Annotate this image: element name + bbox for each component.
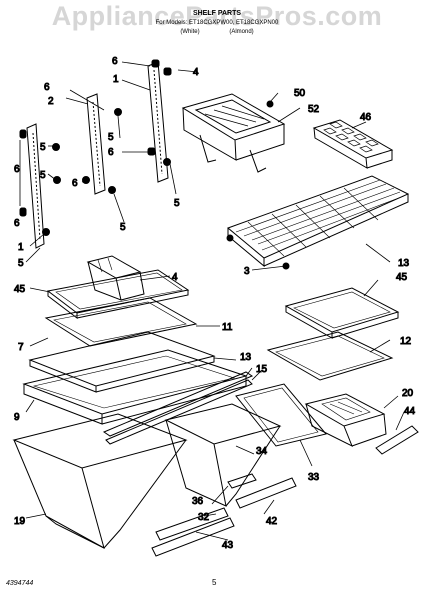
wire-shelf xyxy=(226,175,410,270)
callout-1: 1 xyxy=(113,74,119,85)
callout-5: 5 xyxy=(120,222,126,233)
callout-20: 20 xyxy=(402,388,414,399)
callout-42: 42 xyxy=(266,516,278,527)
callout-46: 46 xyxy=(360,112,372,123)
page-number: 5 xyxy=(212,578,217,587)
callout-52: 52 xyxy=(308,104,320,115)
meat-pan-cover xyxy=(181,93,286,173)
callout-5: 5 xyxy=(108,132,114,143)
crisper-drawer-34 xyxy=(164,403,282,507)
shelf-frame-12 xyxy=(266,331,394,381)
drawer-trim-32 xyxy=(155,507,229,541)
callout-45: 45 xyxy=(14,284,26,295)
callout-9: 9 xyxy=(14,412,20,423)
trim-strip-44 xyxy=(375,425,419,455)
callout-36: 36 xyxy=(192,496,204,507)
callout-1: 1 xyxy=(18,242,24,253)
callout-3: 3 xyxy=(244,266,250,277)
callout-labels: 6 4 1 6 2 5 6 5 5 6 5 5 6 6 1 5 50 52 46… xyxy=(14,56,417,552)
document-number: 4394744 xyxy=(6,580,34,587)
callout-6: 6 xyxy=(108,147,114,158)
utility-bin xyxy=(86,255,145,301)
shelf-rail-right xyxy=(147,59,172,183)
screw-50 xyxy=(266,100,274,108)
glass-shelf-45-right xyxy=(284,287,400,339)
callout-5: 5 xyxy=(40,142,46,153)
drawer-trim-42 xyxy=(235,477,297,509)
callout-12: 12 xyxy=(400,336,412,347)
callout-34: 34 xyxy=(256,446,268,457)
callout-33: 33 xyxy=(308,472,320,483)
shelf-rail-middle xyxy=(86,93,106,195)
drawer-trim-43 xyxy=(151,517,235,557)
callout-50: 50 xyxy=(294,88,306,99)
crisper-cover-strip-13 xyxy=(102,371,254,445)
callout-45: 45 xyxy=(396,272,408,283)
diagram-title: SHELF PARTS xyxy=(192,10,242,17)
callout-5: 5 xyxy=(18,258,24,269)
callout-43: 43 xyxy=(222,540,234,551)
model-variants: (White) (Almond) xyxy=(0,29,434,35)
callout-6: 6 xyxy=(112,56,118,67)
drawer-trim-36 xyxy=(227,473,257,489)
callout-44: 44 xyxy=(404,406,416,417)
callout-11: 11 xyxy=(222,322,233,333)
callout-5: 4 xyxy=(193,67,199,78)
model-list: For Models: ET18CGXPW00, ET18CGXPN00 xyxy=(155,20,279,26)
callout-32: 32 xyxy=(198,512,210,523)
crisper-cover-frame-9 xyxy=(22,349,248,425)
callout-2: 2 xyxy=(48,96,54,107)
meat-pan-20 xyxy=(304,393,387,448)
glass-shelf-11 xyxy=(28,331,216,393)
variant-almond: (Almond) xyxy=(229,29,254,35)
shelf-frame-7 xyxy=(44,297,198,347)
variant-white: (White) xyxy=(180,29,200,35)
callout-19: 19 xyxy=(14,516,26,527)
crisper-cover-33 xyxy=(235,383,327,447)
callout-4: 4 xyxy=(172,272,178,283)
callout-6: 6 xyxy=(44,82,50,93)
callout-6: 6 xyxy=(14,164,20,175)
callout-17: 13 xyxy=(398,258,410,269)
callout-5: 5 xyxy=(40,170,46,181)
callout-7: 7 xyxy=(18,342,24,353)
callout-13: 13 xyxy=(240,352,252,363)
callout-6: 6 xyxy=(14,218,20,229)
crisper-drawer-19 xyxy=(12,413,188,550)
leader-lines xyxy=(19,61,405,541)
callout-15: 15 xyxy=(256,364,268,375)
callout-5: 5 xyxy=(174,198,180,209)
ice-cube-tray xyxy=(312,119,394,169)
callout-6: 6 xyxy=(72,178,78,189)
screw-set xyxy=(42,108,171,236)
shelf-rail-left xyxy=(19,123,45,249)
watermark: AppliancePartsPros.com xyxy=(51,1,383,31)
